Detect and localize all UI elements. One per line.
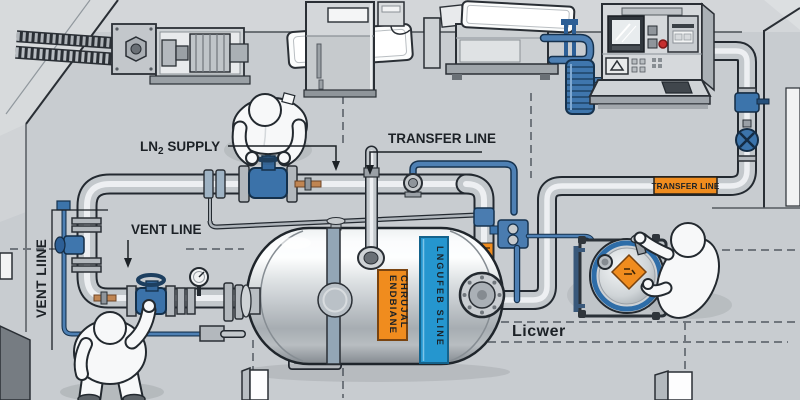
ln2-supply-label: LN2 SUPPLY <box>140 139 220 157</box>
wall-cable <box>390 25 411 35</box>
wall-white-strip <box>785 87 800 207</box>
arrowhead <box>124 258 132 268</box>
control-console <box>588 2 715 109</box>
riser-valve-upper <box>734 87 770 113</box>
worker-supply-valve <box>224 92 312 167</box>
vent-blue-line <box>56 200 246 342</box>
arrowhead <box>332 161 340 171</box>
blue-bypass-loop <box>409 160 518 216</box>
pipe-hanger-ring <box>403 173 423 198</box>
tank-label-line2: ENDBIANE <box>387 275 398 334</box>
floor-markings <box>10 93 798 398</box>
tank-band-text: LNGUFEB SLINE <box>435 246 445 347</box>
vent-line-label: VENT LINE <box>131 222 202 237</box>
console-button <box>647 38 658 49</box>
vent-line-vertical-label: VENT LIINE <box>34 239 49 318</box>
left-wall-corner <box>0 0 119 400</box>
arrowhead <box>366 165 374 175</box>
cable-chain <box>15 30 121 66</box>
tank-right-flange <box>458 271 506 319</box>
tall-cabinet <box>303 1 377 98</box>
worker-head-hood <box>248 93 282 127</box>
vent-line-vertical-callout: VENT LIINE <box>34 209 108 350</box>
supply-line-fittings <box>203 165 322 203</box>
hazard-diamond <box>610 253 648 291</box>
instrument-line <box>207 196 477 230</box>
vent-riser-fittings <box>54 217 102 273</box>
vent-line-callout: VENT LINE <box>124 222 202 268</box>
floor-box-center <box>241 366 269 400</box>
tank-label-line1: CHRUJAL <box>398 275 409 329</box>
transfer-line-badge: TRANSFER LINE <box>651 176 720 195</box>
right-riser-pipe <box>494 41 757 310</box>
worker-hand <box>142 299 156 313</box>
worker-shoe <box>122 393 146 400</box>
ceiling-light-right <box>460 0 576 34</box>
floor-box-right <box>654 369 693 400</box>
worker-vent-valve <box>60 299 164 400</box>
floor-note-label: Licwer <box>512 323 566 340</box>
worker-head-hood <box>670 222 706 258</box>
ln2-supply-callout: LN2 SUPPLY <box>140 139 340 171</box>
transfer-line-label: TRANSFER LINE <box>388 131 496 146</box>
console-keyboard <box>661 81 693 94</box>
dewar-cart <box>567 233 683 320</box>
worker-hand <box>642 278 654 290</box>
feedthrough-machine <box>111 23 251 85</box>
worker-hand <box>245 151 259 165</box>
warning-triangle-icon <box>609 59 625 71</box>
tank-left-port <box>240 284 261 318</box>
svg-text:CHRUJAL ENDBIANE: CHRUJAL ENDBIANE <box>387 275 409 334</box>
small-blue-valve <box>63 235 85 255</box>
worker-hand <box>277 151 291 165</box>
worker-hand <box>633 231 647 245</box>
transfer-line-callout: TRANSFER LINE <box>366 131 496 175</box>
worker-dewar-cart <box>633 222 732 319</box>
red-indicator <box>658 39 668 49</box>
door-notch <box>0 252 13 280</box>
tank-blue-band: LNGUFEB SLINE <box>419 236 449 364</box>
worker-head-hood <box>93 311 127 345</box>
console-button <box>647 25 658 36</box>
vent-valve-handwheel <box>136 273 166 287</box>
transfer-line-badge-text: TRANSFER LINE <box>651 182 719 191</box>
right-wall-corner <box>712 0 800 209</box>
riser-valve-lower <box>735 119 759 162</box>
lower-left-wall <box>0 325 31 400</box>
tank-orange-label: CHRUJAL ENDBIANE <box>377 269 409 341</box>
worker-shoe <box>77 393 101 400</box>
